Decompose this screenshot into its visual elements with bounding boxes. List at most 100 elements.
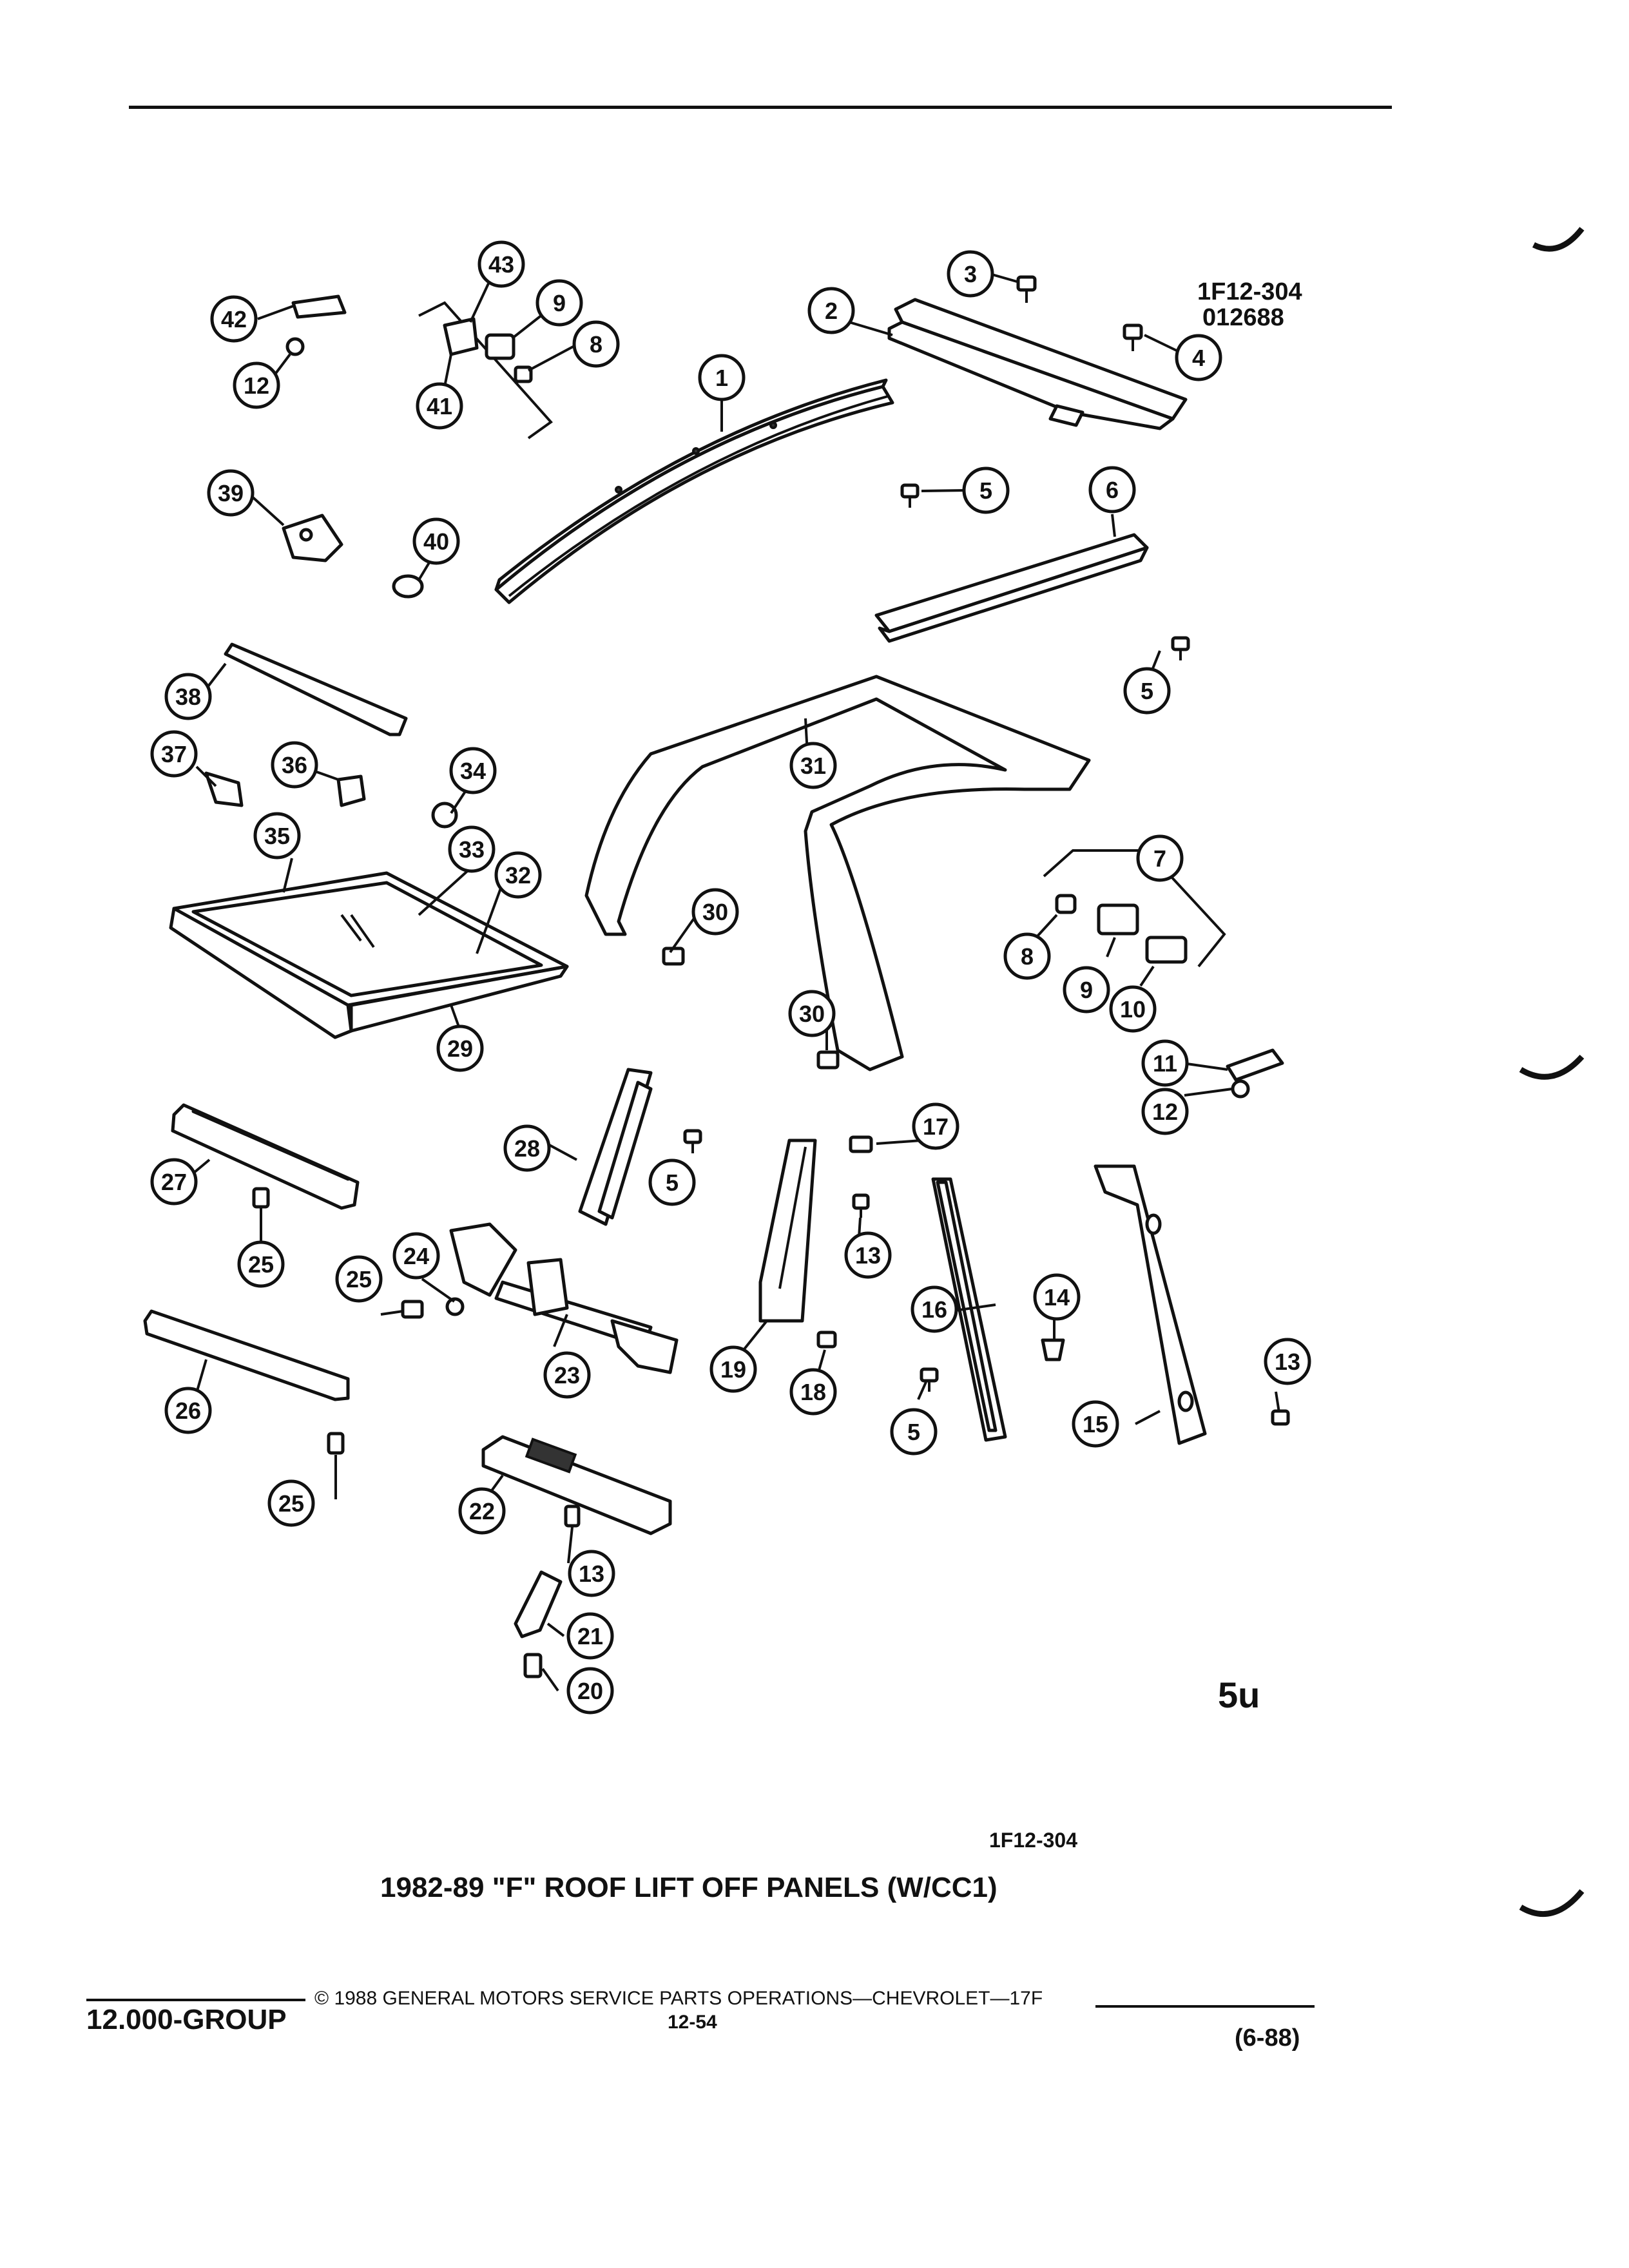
part-bracket-39	[282, 514, 343, 562]
svg-text:6: 6	[1106, 477, 1119, 503]
callout-5d: 5	[890, 1408, 938, 1456]
footer-rule-left	[86, 1999, 305, 2001]
svg-text:16: 16	[921, 1296, 947, 1323]
svg-text:15: 15	[1083, 1411, 1108, 1437]
part-screw-30b	[816, 1050, 840, 1070]
part-screw-18	[816, 1331, 837, 1349]
illustration-id: 1F12-304	[1197, 278, 1302, 305]
svg-text:23: 23	[554, 1362, 580, 1389]
callout-42: 42	[210, 295, 258, 343]
part-latch-mechanism-23	[449, 1222, 679, 1374]
callout-25a: 25	[237, 1240, 285, 1288]
figure-title: 1982-89 "F" ROOF LIFT OFF PANELS (W/CC1)	[380, 1872, 998, 1903]
callout-5a: 5	[962, 466, 1010, 514]
svg-text:29: 29	[447, 1035, 473, 1062]
callout-4: 4	[1175, 334, 1222, 381]
part-screw-13a	[852, 1193, 870, 1218]
svg-text:17: 17	[923, 1113, 949, 1140]
callout-23: 23	[543, 1351, 591, 1399]
part-screw-4	[1123, 323, 1143, 351]
part-latch-housing-22	[481, 1435, 672, 1535]
svg-text:9: 9	[553, 290, 566, 316]
svg-text:38: 38	[175, 684, 201, 710]
svg-text:18: 18	[800, 1379, 826, 1405]
svg-text:5u: 5u	[1218, 1675, 1260, 1715]
callout-25c: 25	[267, 1479, 315, 1527]
callout-15: 15	[1072, 1400, 1119, 1448]
binder-marks	[1519, 227, 1585, 1917]
part-clip-34	[431, 802, 458, 829]
part-bracket-37	[204, 771, 244, 807]
callout-13b: 13	[1264, 1338, 1311, 1385]
callout-22: 22	[458, 1487, 506, 1535]
svg-text:5: 5	[1141, 678, 1153, 704]
callout-32: 32	[494, 851, 542, 899]
svg-text:2: 2	[825, 298, 838, 324]
callout-34: 34	[449, 747, 497, 794]
footer-revision: (6-88)	[1235, 2024, 1300, 2052]
part-strip-38	[224, 642, 408, 736]
part-latch-21	[514, 1570, 563, 1639]
svg-text:10: 10	[1120, 996, 1146, 1023]
callout-40: 40	[412, 517, 460, 565]
callout-9b: 9	[535, 279, 583, 327]
part-nut-12a	[1231, 1079, 1250, 1099]
part-rear-rail-6	[874, 533, 1149, 643]
part-screw-17	[849, 1135, 873, 1153]
callout-8b: 8	[572, 320, 620, 368]
part-nut-12b	[285, 337, 305, 356]
svg-text:40: 40	[423, 528, 449, 555]
svg-text:36: 36	[282, 752, 307, 778]
svg-text:26: 26	[175, 1398, 201, 1424]
svg-text:28: 28	[514, 1135, 540, 1162]
callout-30b: 30	[788, 990, 836, 1037]
callout-18: 18	[789, 1368, 837, 1416]
callout-37: 37	[150, 730, 198, 778]
callout-27: 27	[150, 1158, 198, 1206]
callout-3: 3	[947, 250, 994, 298]
svg-text:34: 34	[460, 758, 486, 784]
part-roof-rail-1	[494, 378, 894, 604]
part-retainer-28	[578, 1068, 653, 1226]
callout-41: 41	[416, 382, 463, 430]
part-plate-42	[291, 294, 347, 319]
svg-text:25: 25	[346, 1266, 372, 1293]
callout-5b: 5	[1123, 667, 1171, 715]
svg-text:8: 8	[1021, 943, 1034, 970]
callout-28: 28	[503, 1124, 551, 1172]
callout-26: 26	[164, 1387, 212, 1434]
svg-text:12: 12	[244, 372, 269, 399]
callout-29: 29	[436, 1024, 484, 1072]
callout-39: 39	[207, 469, 255, 517]
callout-7: 7	[1136, 834, 1184, 882]
svg-text:21: 21	[577, 1623, 603, 1649]
part-clip-14	[1041, 1338, 1065, 1361]
svg-text:13: 13	[1275, 1349, 1300, 1375]
callout-12a: 12	[1141, 1088, 1189, 1135]
svg-text:43: 43	[488, 251, 514, 278]
svg-text:4: 4	[1192, 345, 1205, 371]
svg-text:13: 13	[855, 1242, 881, 1269]
svg-text:22: 22	[469, 1498, 495, 1524]
footer-copyright: © 1988 GENERAL MOTORS SERVICE PARTS OPER…	[314, 1988, 1043, 2009]
svg-text:13: 13	[579, 1561, 604, 1587]
part-screw-25c	[327, 1432, 345, 1455]
part-header-retainer-2	[887, 298, 1188, 430]
callout-13a: 13	[844, 1231, 892, 1279]
callout-12b: 12	[233, 361, 280, 409]
callout-35: 35	[253, 812, 301, 860]
part-screw-3	[1016, 275, 1037, 303]
part-clip-36	[336, 774, 366, 807]
svg-text:9: 9	[1080, 977, 1093, 1003]
callout-2: 2	[807, 287, 855, 334]
part-screw-5d	[920, 1367, 939, 1392]
svg-text:14: 14	[1044, 1284, 1070, 1311]
part-pillar-molding-15	[1094, 1164, 1207, 1445]
part-weatherstrip-31	[584, 675, 1091, 1072]
callout-14: 14	[1033, 1273, 1081, 1321]
svg-text:20: 20	[577, 1678, 603, 1704]
callout-30a: 30	[691, 888, 739, 936]
part-screw-5b	[1171, 636, 1190, 660]
footer-page-number: 12-54	[668, 2012, 717, 2033]
